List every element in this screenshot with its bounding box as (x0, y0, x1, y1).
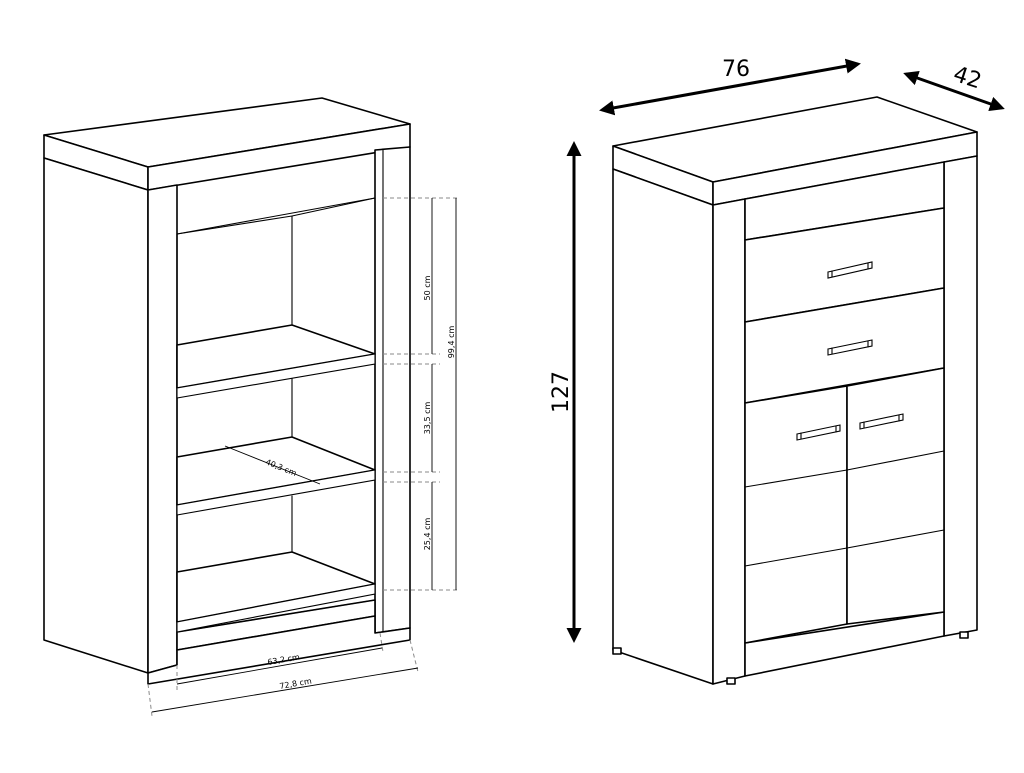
open-cabinet-left-stile (147, 184, 178, 674)
foot-back-right (959, 631, 969, 639)
depth-label: 42 (950, 62, 984, 94)
outer-width-dim (151, 667, 419, 713)
shelf-depth-line (224, 445, 321, 485)
door-left[interactable] (744, 385, 848, 644)
width-arrow (599, 58, 861, 116)
bottom-section-label: 25,4 cm (423, 518, 432, 551)
height-label: 127 (549, 371, 574, 413)
open-cabinet-right-stile (374, 146, 411, 634)
drawer-2-handle-icon[interactable] (827, 339, 873, 356)
door-right-handle-icon[interactable] (859, 413, 904, 430)
closed-cabinet: 76 42 127 (549, 57, 1005, 685)
height-guides (383, 197, 460, 591)
outer-width-label: 72,8 cm (279, 676, 313, 691)
inner-width-dim (176, 647, 383, 685)
total-height-label: 99,4 cm (447, 326, 456, 359)
closed-cabinet-left-side (612, 168, 714, 685)
open-cabinet-left-side (43, 157, 149, 674)
width-guides (147, 632, 419, 717)
width-label: 76 (722, 57, 750, 82)
depth-arrow (903, 70, 1005, 112)
open-cabinet: 40,3 cm 50 cm 99,4 cm 33,5 cm 25,4 cm 63… (43, 97, 460, 717)
middle-section-label: 33,5 cm (423, 402, 432, 435)
drawer-1-handle-icon[interactable] (827, 261, 873, 279)
door-left-handle-icon[interactable] (796, 424, 841, 441)
door-right[interactable] (846, 367, 945, 625)
foot-front-right (726, 677, 736, 685)
top-section-label: 50 cm (423, 275, 432, 300)
foot-front-left (612, 647, 622, 655)
